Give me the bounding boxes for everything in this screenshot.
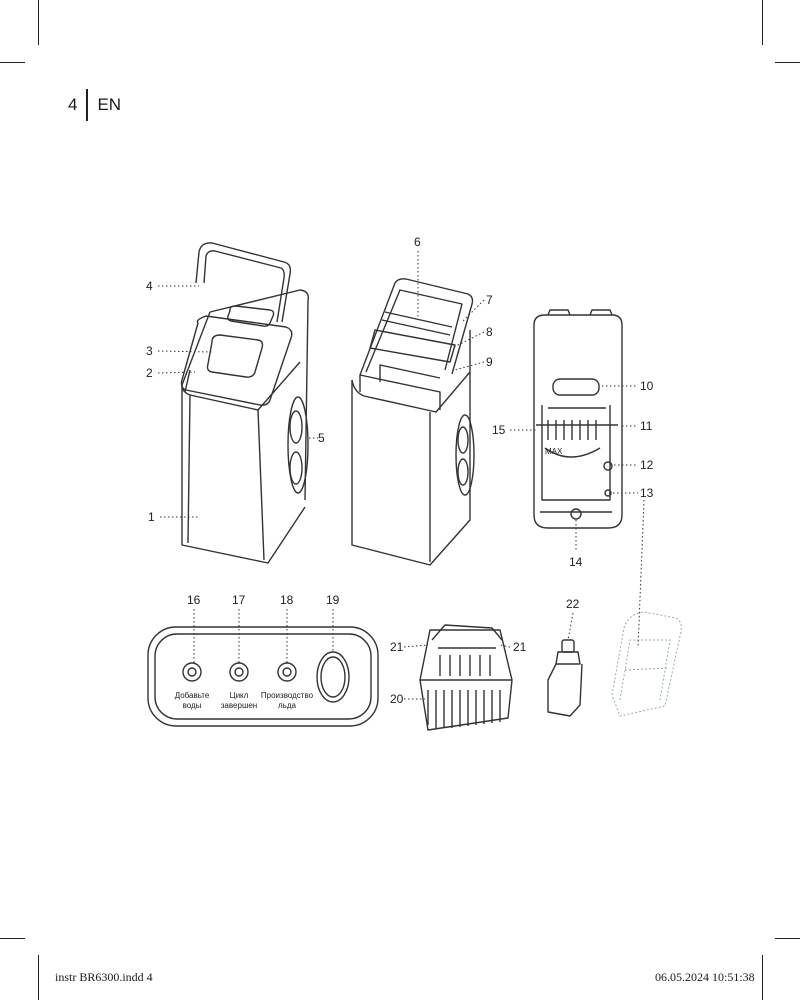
control-panel-illustration <box>147 626 379 727</box>
callout-12: 12 <box>640 458 654 472</box>
callout-16: 16 <box>187 593 201 607</box>
ice-basket-illustration <box>419 624 513 731</box>
crop-mark-top-right-vertical <box>762 0 763 45</box>
crop-mark-top-right-horizontal <box>775 62 800 63</box>
callout-22: 22 <box>566 597 580 611</box>
panel-label-cycle-complete-line2: завершен <box>221 701 257 710</box>
callout-4: 4 <box>146 279 153 293</box>
callout-13: 13 <box>640 486 654 500</box>
footer-file-name: instr BR6300.indd 4 <box>55 970 153 984</box>
panel-label-cycle-complete-line1: Цикл <box>230 691 249 700</box>
drain-plug-illustration <box>547 639 583 717</box>
crop-mark-bottom-right-horizontal <box>775 938 800 939</box>
callout-5: 5 <box>318 431 325 445</box>
callout-7: 7 <box>486 293 493 307</box>
control-panel-labels: Добавьте воды Цикл завершен Производство… <box>175 691 314 710</box>
crop-mark-bottom-right-vertical <box>762 955 763 1000</box>
callout-10: 10 <box>640 379 654 393</box>
panel-label-ice-production-line1: Производство <box>261 691 314 700</box>
panel-label-ice-production-line2: льда <box>278 701 297 710</box>
panel-label-add-water-line1: Добавьте <box>175 691 210 700</box>
callout-6: 6 <box>414 235 421 249</box>
callout-9: 9 <box>486 355 493 369</box>
ice-maker-open-view <box>351 278 475 566</box>
crop-mark-top-left-horizontal <box>0 62 25 63</box>
page-header: 4 EN <box>68 88 121 122</box>
callout-2: 2 <box>146 366 153 380</box>
tank-max-marking: MAX <box>545 447 563 456</box>
callout-11: 11 <box>640 419 653 433</box>
crop-mark-bottom-left-vertical <box>38 955 39 1000</box>
callout-20: 20 <box>390 692 404 706</box>
callout-21-right: 21 <box>513 640 527 654</box>
callout-17: 17 <box>232 593 246 607</box>
panel-label-add-water-line2: воды <box>183 701 202 710</box>
crop-mark-bottom-left-horizontal <box>0 938 25 939</box>
leader-lines <box>157 251 645 700</box>
footer-timestamp: 06.05.2024 10:51:38 <box>655 970 755 984</box>
callout-14: 14 <box>569 555 583 569</box>
ice-scoop-illustration <box>611 611 682 717</box>
callout-1: 1 <box>148 510 155 524</box>
ice-maker-front-view <box>180 242 310 564</box>
page-number: 4 <box>68 95 78 114</box>
callout-19: 19 <box>326 593 340 607</box>
header-divider <box>86 89 89 121</box>
callout-15: 15 <box>492 423 506 437</box>
callout-8: 8 <box>486 325 493 339</box>
callout-18: 18 <box>280 593 294 607</box>
callout-3: 3 <box>146 344 153 358</box>
callout-21-left: 21 <box>390 640 404 654</box>
ice-maker-rear-view <box>533 309 623 529</box>
page-language: EN <box>97 95 122 114</box>
callout-numbers: 1 2 3 4 5 6 7 8 9 10 11 12 13 14 15 16 1… <box>146 235 654 706</box>
crop-mark-top-left-vertical <box>38 0 39 45</box>
